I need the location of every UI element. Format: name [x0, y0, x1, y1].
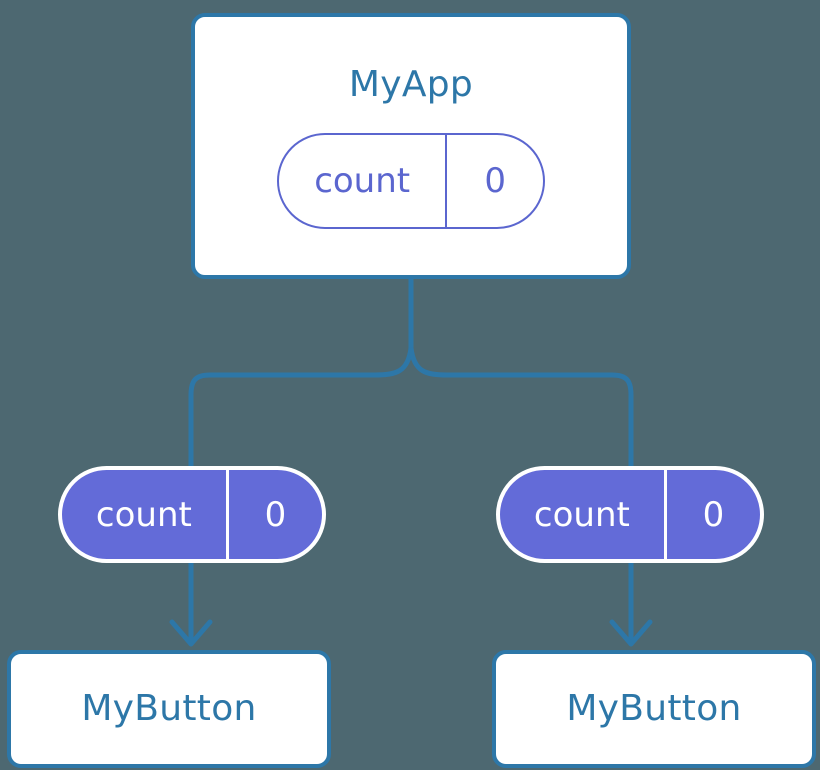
state-pill-key: count — [314, 161, 411, 201]
context-pill-value: 0 — [225, 470, 322, 559]
component-box-mybutton-right[interactable]: MyButton — [492, 650, 816, 768]
edge-branch-left — [188, 347, 414, 466]
state-pill-value: 0 — [445, 135, 543, 227]
context-pill-right[interactable]: count 0 — [496, 466, 764, 563]
context-pill-left[interactable]: count 0 — [58, 466, 326, 563]
component-title-mybutton: MyButton — [566, 688, 742, 729]
arrow-head-left-icon — [169, 619, 213, 647]
component-title-mybutton: MyButton — [81, 688, 257, 729]
component-box-mybutton-left[interactable]: MyButton — [7, 650, 331, 768]
component-title-myapp: MyApp — [348, 64, 474, 105]
state-pill-myapp[interactable]: count 0 — [277, 133, 545, 229]
arrow-head-right-icon — [609, 619, 653, 647]
context-pill-key: count — [95, 494, 192, 535]
context-pill-key: count — [533, 494, 630, 535]
edge-branch-right — [408, 347, 634, 466]
context-pill-value: 0 — [663, 470, 760, 559]
